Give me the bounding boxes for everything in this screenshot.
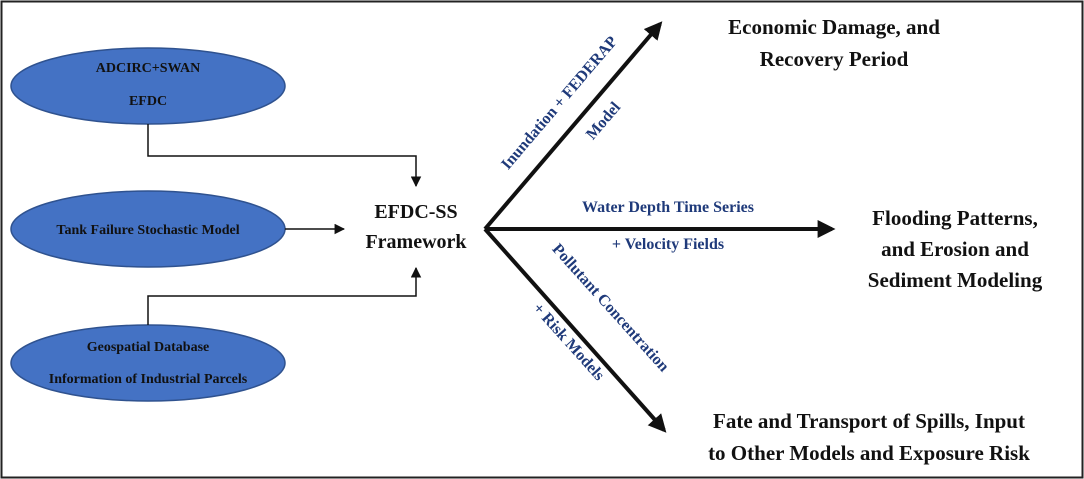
economic-damage-line1: Economic Damage, and [728, 15, 940, 39]
geo-database-line2: Information of Industrial Parcels [49, 372, 248, 387]
lower-arrow-label-line2: + Risk Models [529, 300, 607, 384]
geo-database-connector [147, 266, 422, 325]
model-input-node: ADCIRC+SWAN EFDC [10, 47, 286, 125]
upper-arrow-label-line1: Inundation + FEDERAP [498, 33, 621, 173]
framework-line2: Framework [365, 231, 467, 253]
flooding-patterns-line1: Flooding Patterns, [872, 206, 1038, 230]
framework-line1: EFDC-SS [374, 201, 457, 223]
fate-transport-output: Fate and Transport of Spills, Input to O… [708, 409, 1030, 465]
model-input-ellipse [10, 47, 286, 125]
flooding-patterns-line3: Sediment Modeling [868, 268, 1043, 292]
flooding-patterns-line2: and Erosion and [881, 237, 1029, 261]
upper-output-arrow [483, 21, 663, 231]
geo-database-line1: Geospatial Database [87, 340, 210, 355]
economic-damage-line2: Recovery Period [760, 47, 909, 71]
model-input-line1: ADCIRC+SWAN [96, 61, 200, 76]
flooding-patterns-output: Flooding Patterns, and Erosion and Sedim… [868, 206, 1043, 292]
lower-output-arrow [483, 227, 667, 433]
model-input-connector [147, 124, 422, 188]
middle-arrow-label-line1: Water Depth Time Series [582, 199, 754, 216]
model-input-line2: EFDC [129, 94, 167, 109]
fate-transport-line1: Fate and Transport of Spills, Input [713, 409, 1025, 433]
framework-node: EFDC-SS Framework [365, 201, 467, 253]
middle-arrow-label-line2: + Velocity Fields [612, 236, 724, 253]
geo-database-ellipse [10, 324, 286, 402]
fate-transport-line2: to Other Models and Exposure Risk [708, 441, 1030, 465]
lower-arrow-label-line1: Pollutant Concentration [549, 241, 673, 376]
economic-damage-output: Economic Damage, and Recovery Period [728, 15, 940, 71]
tank-model-label: Tank Failure Stochastic Model [56, 223, 239, 238]
tank-model-node: Tank Failure Stochastic Model [10, 190, 286, 268]
geo-database-node: Geospatial Database Information of Indus… [10, 324, 286, 402]
